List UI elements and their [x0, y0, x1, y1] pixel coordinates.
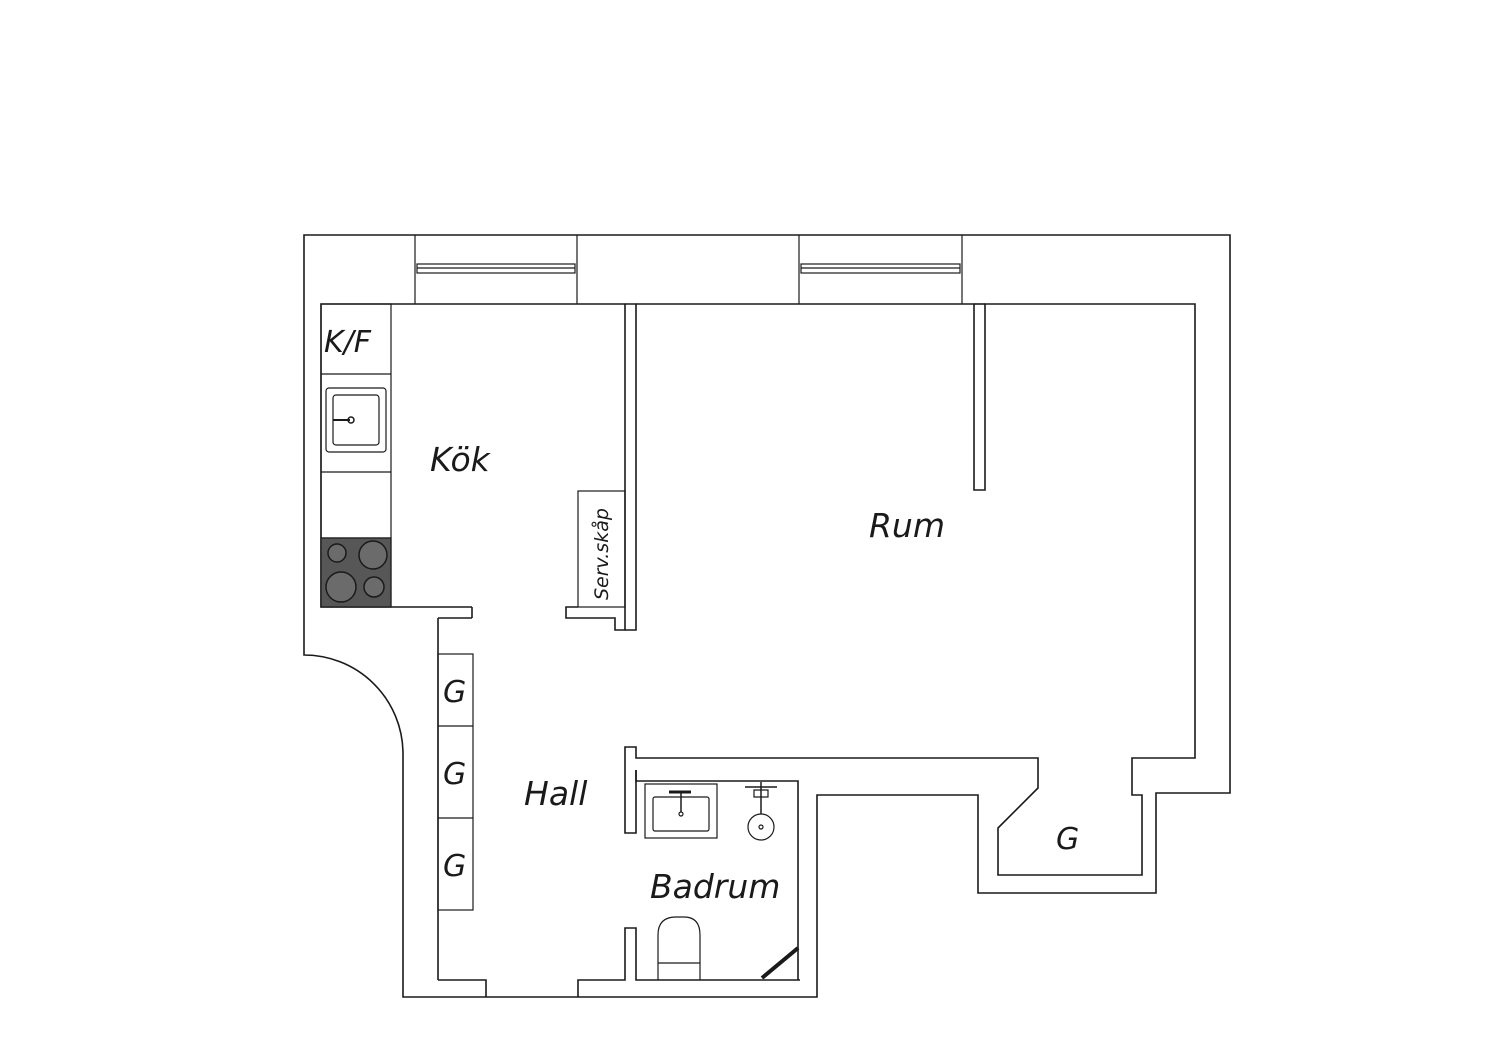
- stove-icon: [320, 537, 392, 608]
- service-cabinet: [577, 490, 626, 608]
- room-label-bathroom: Badrum: [650, 867, 780, 906]
- window-right: [798, 235, 963, 304]
- kitchen-sink-icon: [325, 387, 387, 453]
- wardrobe-label-4: G: [1056, 822, 1079, 857]
- hall-wardrobes: [437, 653, 474, 911]
- toilet-icon: [657, 916, 701, 980]
- wardrobe-label-2: G: [443, 757, 466, 792]
- room-label-hall: Hall: [524, 774, 587, 813]
- bathroom-wall: [635, 770, 799, 945]
- shower-icon: [745, 782, 777, 841]
- wardrobe-label-3: G: [443, 849, 466, 884]
- bathroom-door: [760, 946, 800, 980]
- room-wall: [624, 303, 1196, 876]
- bathroom-sink-icon: [644, 783, 718, 839]
- room-label-kitchen: Kök: [430, 440, 492, 479]
- outer-wall: [303, 234, 1231, 998]
- service-cabinet-label: Serv.skåp: [590, 508, 613, 600]
- partition-kitchen-room: [625, 303, 637, 631]
- window-left: [414, 235, 578, 304]
- hall-wall: [438, 927, 762, 997]
- room-label-living: Rum: [869, 506, 945, 545]
- fridge-freezer-label: K/F: [324, 325, 372, 360]
- wardrobe-label-1: G: [443, 675, 466, 710]
